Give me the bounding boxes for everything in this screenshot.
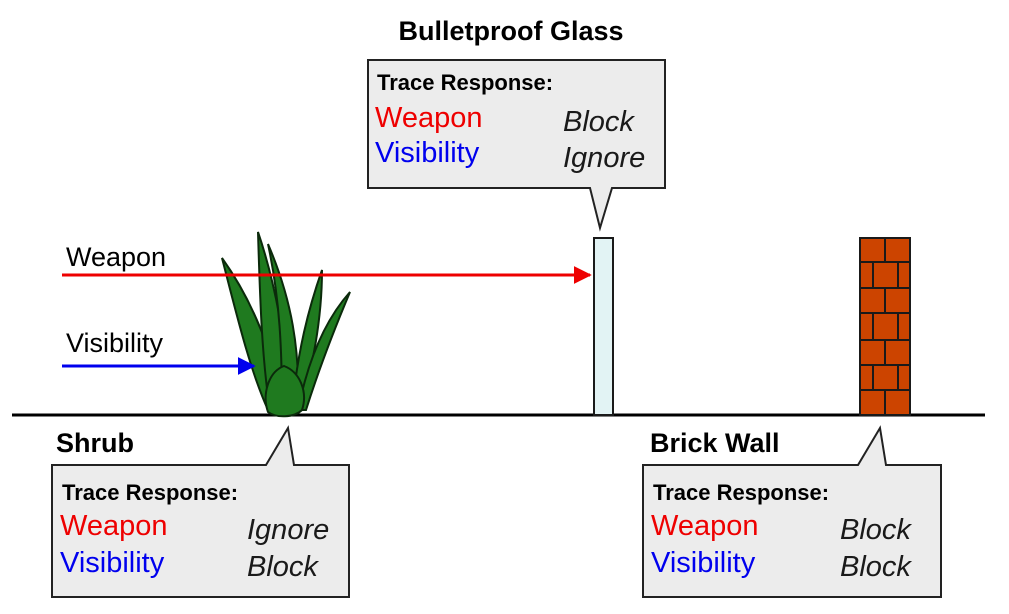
shrub-trace-title: Trace Response: [62,480,238,505]
wall-visibility-response: Block [840,551,912,583]
shrub-title: Shrub [56,428,134,458]
glass-title: Bulletproof Glass [398,16,623,46]
glass-visibility-label: Visibility [375,137,480,169]
shrub-visibility-response: Block [247,551,319,583]
glass-trace-title: Trace Response: [377,70,553,95]
shrub-weapon-label: Weapon [60,510,168,542]
shrub-weapon-response: Ignore [247,514,329,546]
bulletproof-glass-pane [593,237,614,416]
wall-trace-title: Trace Response: [653,480,829,505]
glass-weapon-label: Weapon [375,102,483,134]
glass-callout [367,59,666,232]
visibility-ray-label: Visibility [66,328,164,358]
shrub-plant [221,231,351,418]
shrub-callout [51,425,350,598]
wall-visibility-label: Visibility [651,547,756,579]
wall-weapon-response: Block [840,514,912,546]
glass-visibility-response: Ignore [563,142,645,174]
wall-weapon-label: Weapon [651,510,759,542]
brick-wall-callout [642,425,942,598]
brick-wall [859,237,911,416]
brick-wall-title: Brick Wall [650,428,780,458]
weapon-ray-label: Weapon [66,242,166,272]
glass-weapon-response: Block [563,106,635,138]
shrub-visibility-label: Visibility [60,547,165,579]
